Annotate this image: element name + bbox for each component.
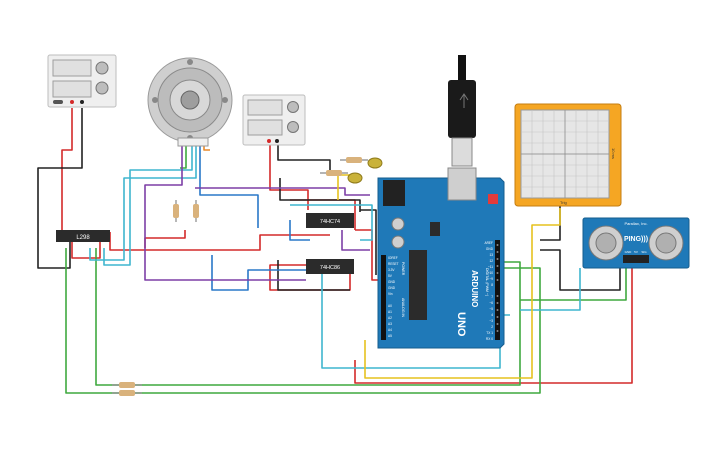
wire-purple-chip[interactable] <box>195 187 370 196</box>
arduino-pin-labels: AREF GND 13 12 ~11 ~10 ~9 8 7 ~6 ~5 4 ~3 2 TX 1 RX 0 IOR… <box>388 241 494 341</box>
arduino-pin-label: IOREF <box>388 256 398 260</box>
led-yellow[interactable] <box>367 157 383 169</box>
arduino-pin-label: A5 <box>388 334 392 338</box>
arduino-pin-label: A4 <box>388 328 392 332</box>
wire-red-resistor[interactable] <box>144 230 186 248</box>
arduino-digital-label: DIGITAL (PWM ~) <box>485 268 489 296</box>
wire-red-long-right[interactable] <box>354 268 633 384</box>
wire-cyan-motor-b[interactable] <box>89 142 197 261</box>
arduino-pin-label: ~9 <box>489 277 493 281</box>
arduino-pin-label: A3 <box>388 322 392 326</box>
wire-purple-arduino[interactable] <box>341 230 370 251</box>
knob-icon[interactable] <box>287 121 299 133</box>
resistor[interactable] <box>112 390 142 396</box>
arduino-pin-label: GND <box>388 286 396 290</box>
arduino-pin-label: ~6 <box>489 301 493 305</box>
capacitor-icon <box>391 235 405 249</box>
ultrasonic-pin-label: SIG <box>641 250 647 254</box>
wire-blue-motor[interactable] <box>199 142 259 228</box>
arduino-pin-label: ~10 <box>488 271 494 275</box>
wire-cyan-chip[interactable] <box>290 204 373 241</box>
arduino-pin-label: ~3 <box>489 319 493 323</box>
arduino-pin-label: 5V <box>388 274 393 278</box>
arduino-pin-label: 8 <box>491 283 493 287</box>
wire-blue-bottom[interactable] <box>211 255 306 291</box>
ultrasonic-title: Parallax, Inc. <box>624 221 647 226</box>
arduino-brand: ARDUINO <box>470 270 479 307</box>
knob-icon[interactable] <box>95 81 109 95</box>
l298-label: L298 <box>76 235 90 241</box>
ultrasonic-pin-label: GND <box>625 250 633 254</box>
power-supply-left[interactable] <box>47 54 117 108</box>
usb-cable[interactable] <box>448 55 476 167</box>
resistor[interactable] <box>173 200 179 222</box>
wire-black-chip[interactable] <box>279 178 361 212</box>
resistor[interactable] <box>340 157 368 163</box>
arduino-pin-label: A1 <box>388 310 392 314</box>
wire-red-bottom[interactable] <box>269 264 351 291</box>
wire-green-l298-a[interactable] <box>65 248 541 394</box>
arduino-power-label: POWER <box>401 262 405 276</box>
arduino-pin-label: 4 <box>491 313 493 317</box>
wire-red-psu-left[interactable] <box>61 108 73 230</box>
knob-icon[interactable] <box>95 61 109 75</box>
arduino-pin-label: RESET <box>388 262 399 266</box>
arduino-analog-label: ANALOG IN <box>401 298 405 318</box>
knob-icon[interactable] <box>287 101 299 113</box>
scope-time-label: 10 ms <box>611 148 616 159</box>
wire-red-arduino[interactable] <box>355 229 380 281</box>
arduino-pin-label: Vin <box>388 292 393 296</box>
scope-probe-label: Trig <box>560 200 567 205</box>
resistor[interactable] <box>320 170 348 176</box>
led-yellow[interactable] <box>347 172 363 184</box>
chip-74hc86[interactable]: 74HC86 <box>306 259 354 274</box>
wire-black-ultra[interactable] <box>540 249 621 291</box>
wire-purple-motor[interactable] <box>144 142 306 281</box>
wire-black-scope[interactable] <box>540 205 561 241</box>
power-supply-right[interactable] <box>242 94 306 146</box>
ultrasonic-pin-label: 5V <box>634 250 638 254</box>
arduino-pin-label: RX 0 <box>486 337 493 341</box>
arduino-pin-label: 3.3V <box>388 268 395 272</box>
resistor[interactable] <box>193 200 199 222</box>
arduino-pin-label: 12 <box>489 259 493 263</box>
arduino-pin-label: A2 <box>388 316 392 320</box>
chip-bottom-label: 74HC86 <box>320 265 340 271</box>
wire-cyan-motor[interactable] <box>103 142 193 266</box>
arduino-pin-label: AREF <box>484 241 493 245</box>
wire-green-l298-b[interactable] <box>95 248 521 386</box>
ultrasonic-name: PING))) <box>624 236 648 243</box>
arduino-model: UNO <box>455 312 467 337</box>
wire-black-psu-left[interactable] <box>37 108 83 269</box>
oscilloscope[interactable]: 10 ms Trig <box>514 103 622 207</box>
capacitor-icon <box>391 217 405 231</box>
wire-yellow-scope[interactable] <box>364 208 561 379</box>
arduino-pin-label: TX 1 <box>486 331 493 335</box>
arduino-pin-label: 13 <box>489 253 493 257</box>
wire-red-l298-top[interactable] <box>71 230 101 259</box>
arduino-pin-label: 7 <box>491 295 493 299</box>
dc-motor[interactable] <box>147 57 233 147</box>
arduino-pin-label: ~11 <box>488 265 493 269</box>
wire-red-l298-bus[interactable] <box>109 232 330 251</box>
wires <box>37 108 633 394</box>
wire-green-ultra[interactable] <box>520 268 627 301</box>
arduino-uno[interactable]: ARDUINO UNO DIGITAL (PWM ~) ANALOG IN PO… <box>377 167 505 349</box>
chip-top-label: 74HC74 <box>320 219 340 225</box>
arduino-pin-label: GND <box>388 280 396 284</box>
arduino-pin-label: ~5 <box>489 307 493 311</box>
resistor[interactable] <box>112 382 142 388</box>
wire-blue-chip[interactable] <box>289 220 310 241</box>
arduino-pin-label: A0 <box>388 304 392 308</box>
wire-cyan-ultra[interactable] <box>520 268 581 311</box>
wire-black-arduino-gnd[interactable] <box>360 209 377 275</box>
arduino-pin-label: GND <box>486 247 494 251</box>
l298-driver[interactable]: L298 <box>56 230 110 242</box>
arduino-pin-label: 2 <box>491 325 493 329</box>
chip-74hc74[interactable]: 74HC74 <box>306 213 354 228</box>
